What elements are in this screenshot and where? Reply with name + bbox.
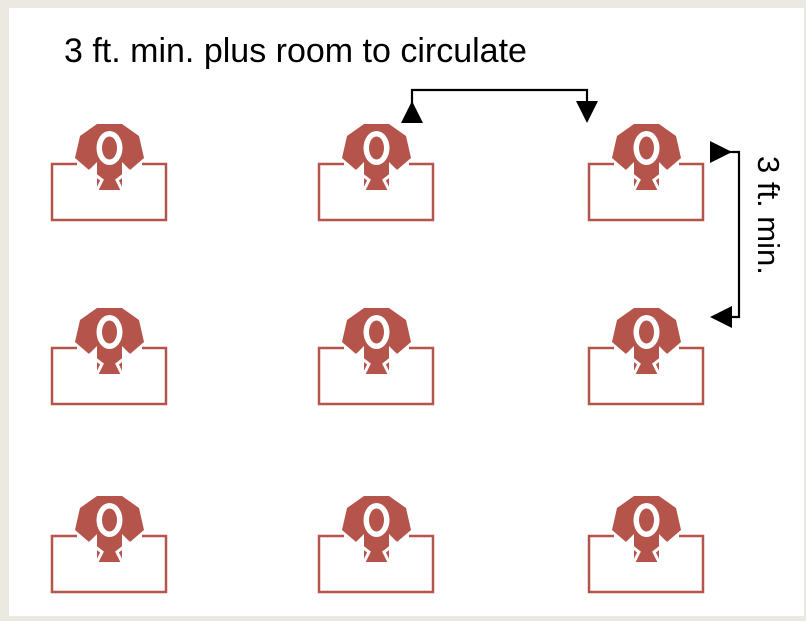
- desk-r1-c2: [309, 114, 439, 224]
- desk-r2-c1: [42, 298, 172, 408]
- desk-r1-c1: [42, 114, 172, 224]
- student-at-desk-icon: [317, 124, 435, 222]
- student-at-desk-icon: [317, 496, 435, 594]
- desk-r2-c3: [579, 298, 709, 408]
- row-spacing-bracket-arrow: [710, 141, 741, 328]
- desk-r3-c2: [309, 486, 439, 596]
- student-at-desk-icon: [317, 308, 435, 406]
- desk-r1-c3: [579, 114, 709, 224]
- student-at-desk-icon: [587, 308, 705, 406]
- student-at-desk-icon: [50, 124, 168, 222]
- student-at-desk-icon: [587, 124, 705, 222]
- desk-r3-c1: [42, 486, 172, 596]
- spacing-arrows: [401, 88, 741, 328]
- student-at-desk-icon: [50, 308, 168, 406]
- student-at-desk-icon: [587, 496, 705, 594]
- student-at-desk-icon: [50, 496, 168, 594]
- circulation-bracket-arrow: [401, 88, 598, 123]
- desk-r3-c3: [579, 486, 709, 596]
- circulation-spacing-label: 3 ft. min. plus room to circulate: [64, 32, 527, 70]
- desk-r2-c2: [309, 298, 439, 408]
- diagram-frame: 3 ft. min. plus room to circulate 3 ft. …: [9, 8, 804, 616]
- row-spacing-label: 3 ft. min.: [751, 156, 786, 275]
